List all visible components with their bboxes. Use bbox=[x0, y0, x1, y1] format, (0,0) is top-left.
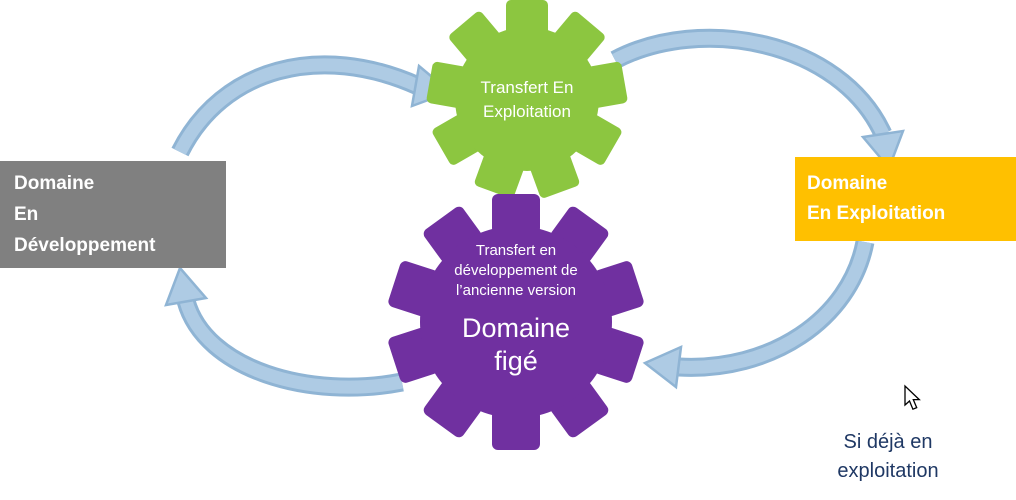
development-domain-label-line1: Domaine bbox=[14, 173, 95, 194]
arrow-frozen-to-dev bbox=[164, 265, 404, 397]
exploitation-note: Si déjà en exploitation bbox=[788, 428, 988, 486]
development-domain-label-line3: Développement bbox=[14, 235, 156, 256]
arrow-exploitation-to-frozen bbox=[642, 239, 875, 390]
frozen-gear-title: Domaine figé bbox=[415, 312, 617, 378]
arrowhead bbox=[860, 129, 905, 171]
development-domain-label-line2: En bbox=[14, 204, 39, 225]
frozen-gear-small-line1: Transfert en bbox=[475, 242, 557, 259]
exploitation-note-line1: Si déjà en bbox=[843, 431, 933, 453]
arrow-transfer-to-exploitation bbox=[610, 28, 905, 171]
frozen-gear-title-line1: Domaine bbox=[461, 313, 571, 343]
development-domain-box: Domaine En Développement bbox=[0, 161, 226, 268]
transfer-gear-label: Transfert En Exploitation bbox=[430, 76, 624, 124]
frozen-gear-title-line2: figé bbox=[494, 346, 538, 376]
frozen-gear-small-line2: développement de bbox=[454, 262, 578, 279]
transfer-gear-label-line2: Exploitation bbox=[483, 102, 571, 121]
arrowhead bbox=[642, 344, 683, 390]
arrow-dev-to-transfer bbox=[171, 55, 453, 157]
exploitation-note-line2: exploitation bbox=[837, 460, 939, 482]
transfer-gear-label-line1: Transfert En bbox=[480, 78, 574, 97]
mouse-cursor-icon bbox=[904, 384, 921, 411]
green-gear-icon bbox=[425, 0, 629, 200]
arrowhead bbox=[164, 265, 209, 307]
exploitation-domain-box: Domaine En Exploitation bbox=[795, 157, 1016, 241]
exploitation-domain-label-line1: Domaine bbox=[807, 173, 888, 194]
frozen-gear-small-line3: l’ancienne version bbox=[455, 282, 577, 299]
frozen-gear-small-label: Transfert en développement de l’ancienne… bbox=[415, 241, 617, 301]
purple-gear-icon bbox=[386, 194, 646, 450]
exploitation-domain-label-line2: En Exploitation bbox=[807, 203, 946, 224]
